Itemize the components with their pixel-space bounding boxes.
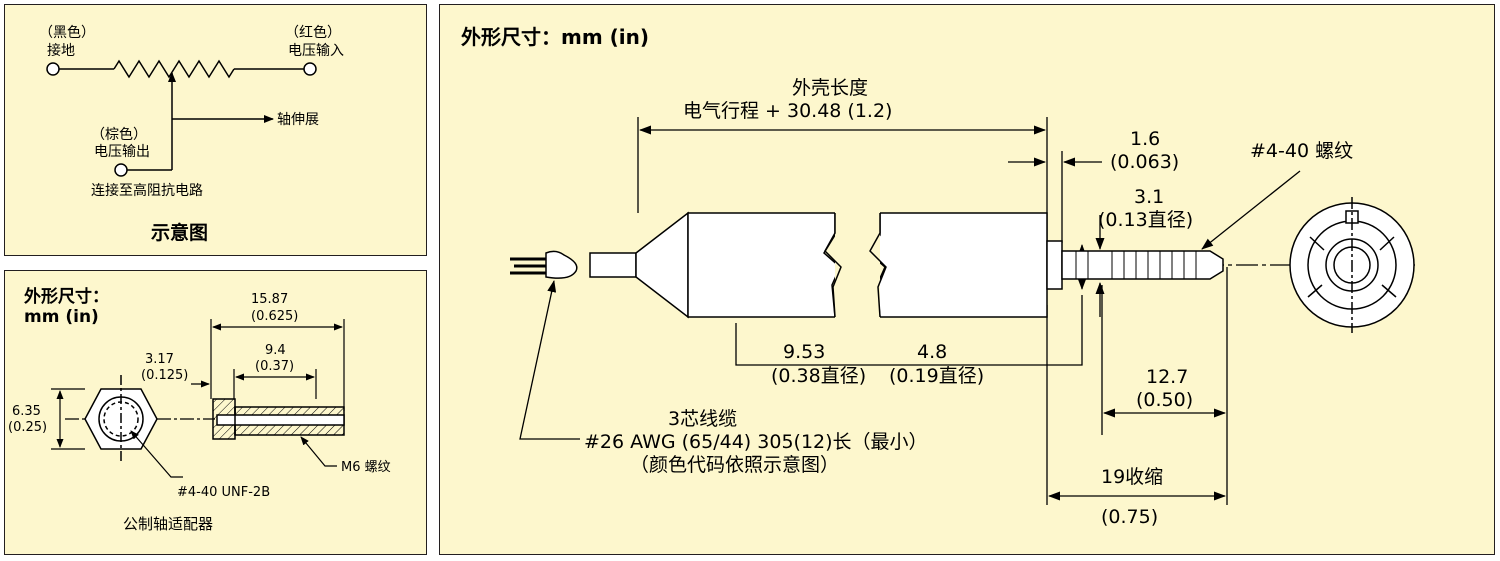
dim-body-value: 9.53 <box>783 341 825 363</box>
thread-leader <box>300 436 337 467</box>
sensor-end-view <box>1289 197 1415 333</box>
gnd-color-label: （黑色） <box>39 24 95 41</box>
out-color-label: （棕色） <box>91 126 147 143</box>
dim-thread-inch: (0.37) <box>255 359 294 374</box>
dim-rod-inch: (0.13直径) <box>1098 209 1193 231</box>
dim-retract-inch: (0.75) <box>1101 506 1158 528</box>
gnd-terminal <box>46 62 60 76</box>
thread-leader <box>1201 170 1301 250</box>
adapter-panel: 外形尺寸： mm (in) 15.87 (0.625) 9.4 (0.37) 3… <box>4 270 427 555</box>
connect-note: 连接至高阻抗电路 <box>91 182 203 199</box>
vin-label: 电压输入 <box>288 43 344 59</box>
adapter-title-line2: mm (in) <box>24 307 99 327</box>
dim-ext-inch: (0.50) <box>1136 389 1193 411</box>
dim-neck-inch: (0.19直径) <box>889 365 984 387</box>
cable-line1: 3芯线缆 <box>668 408 737 430</box>
schematic-drawing: （黑色） 接地 （红色） 电压输入 轴伸展 （棕色） 电压输出 连接至高阻抗电路… <box>39 24 344 244</box>
sensor-drawing: 外形尺寸：mm (in) 外壳长度 电气行程 + 30.48 (1.2) <box>461 25 1415 528</box>
dim-flange-inch: (0.063) <box>1110 151 1179 173</box>
potentiometer-symbol <box>46 59 317 177</box>
shaft-label: 轴伸展 <box>277 112 319 128</box>
vin-terminal <box>303 62 317 76</box>
sensor-thread-label: #4-40 螺纹 <box>1250 140 1353 162</box>
dim-body-inch: (0.38直径) <box>771 365 866 387</box>
dim-neck-value: 4.8 <box>917 341 947 363</box>
cable-line3: （颜色代码依照示意图） <box>630 454 839 476</box>
cable-leader <box>519 280 580 440</box>
dim-flange-value: 1.6 <box>1130 128 1160 150</box>
sensor-housing <box>635 211 1224 319</box>
rod-threads <box>1075 251 1197 279</box>
sensor-panel: 外形尺寸：mm (in) 外壳长度 电气行程 + 30.48 (1.2) <box>439 4 1495 555</box>
dim-hex-inch: (0.25) <box>8 420 47 435</box>
adapter-drawing: 外形尺寸： mm (in) 15.87 (0.625) 9.4 (0.37) 3… <box>8 286 391 533</box>
dim-len-inch: (0.625) <box>251 309 298 324</box>
dim-hex-value: 6.35 <box>12 404 41 419</box>
housing-formula: 电气行程 + 30.48 (1.2) <box>683 100 892 122</box>
adapter-caption: 公制轴适配器 <box>123 515 213 533</box>
dim-len-value: 15.87 <box>251 292 288 307</box>
dim-rod-value: 3.1 <box>1134 186 1164 208</box>
cable-line2: #26 AWG (65/44) 305(12)长（最小） <box>584 431 928 453</box>
vin-color-label: （红色） <box>285 24 341 41</box>
bore-leader <box>130 430 183 478</box>
hex-nut-view <box>84 375 158 463</box>
dim-thread-value: 9.4 <box>265 343 286 358</box>
gnd-label: 接地 <box>47 42 75 59</box>
out-terminal <box>114 163 128 177</box>
adapter-title-line1: 外形尺寸： <box>24 286 109 307</box>
sensor-title: 外形尺寸：mm (in) <box>461 25 649 49</box>
adapter-section <box>212 398 345 440</box>
dim-retract-value: 19收缩 <box>1101 466 1163 488</box>
bore-label: #4-40 UNF-2B <box>177 485 270 500</box>
cable <box>510 250 637 279</box>
schematic-caption: 示意图 <box>151 221 208 244</box>
thread-label: M6 螺纹 <box>341 460 391 475</box>
housing-label: 外壳长度 <box>792 77 868 99</box>
dim-head-value: 3.17 <box>145 352 174 367</box>
dim-head-inch: (0.125) <box>141 368 188 383</box>
out-label: 电压输出 <box>94 144 150 160</box>
schematic-panel: （黑色） 接地 （红色） 电压输入 轴伸展 （棕色） 电压输出 连接至高阻抗电路… <box>4 4 427 256</box>
resistor-zigzag <box>113 59 235 79</box>
dim-ext-value: 12.7 <box>1146 366 1188 388</box>
